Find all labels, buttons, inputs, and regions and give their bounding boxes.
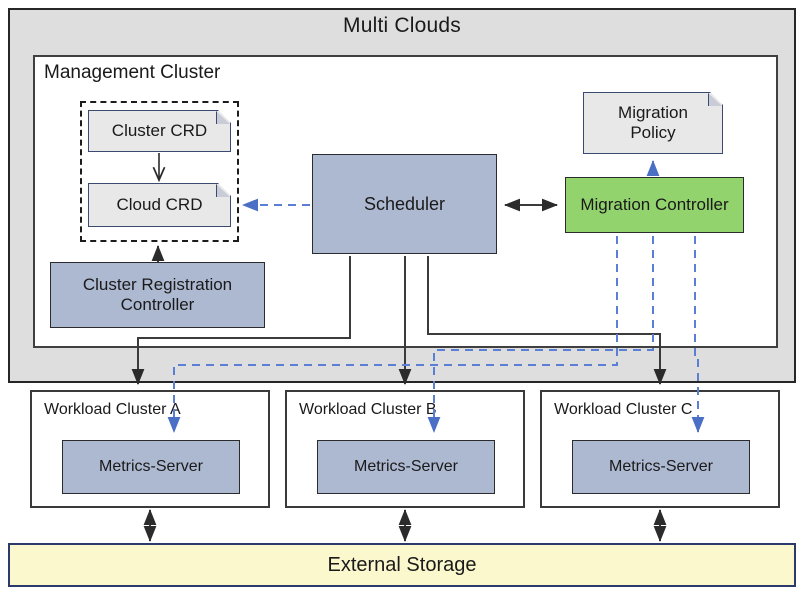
- metrics-server-c[interactable]: Metrics-Server: [572, 440, 750, 494]
- cluster-crd-label: Cluster CRD: [111, 121, 208, 140]
- metrics-server-a-label: Metrics-Server: [98, 458, 203, 475]
- cloud-crd-label: Cloud CRD: [116, 195, 203, 214]
- workload-cluster-c[interactable]: Workload Cluster C Metrics-Server: [540, 390, 780, 508]
- metrics-server-a[interactable]: Metrics-Server: [62, 440, 240, 494]
- cloud-crd-note[interactable]: Cloud CRD: [88, 183, 231, 227]
- migration-controller-box[interactable]: Migration Controller: [565, 177, 744, 233]
- workload-cluster-b-title: Workload Cluster B: [299, 401, 437, 418]
- scheduler-box[interactable]: Scheduler: [312, 154, 497, 254]
- external-storage-label: External Storage: [327, 553, 477, 576]
- workload-cluster-a[interactable]: Workload Cluster A Metrics-Server: [30, 390, 270, 508]
- scheduler-label: Scheduler: [363, 193, 446, 214]
- migration-policy-line1: Migration: [618, 102, 688, 122]
- external-storage-box[interactable]: External Storage: [8, 543, 796, 587]
- cluster-registration-controller-label: Cluster Registration Controller: [82, 274, 233, 314]
- management-cluster-title: Management Cluster: [44, 62, 221, 83]
- workload-cluster-c-title: Workload Cluster C: [554, 401, 693, 418]
- workload-cluster-b[interactable]: Workload Cluster B Metrics-Server: [285, 390, 525, 508]
- cluster-registration-controller-box[interactable]: Cluster Registration Controller: [50, 262, 265, 328]
- workload-cluster-a-title: Workload Cluster A: [44, 401, 181, 418]
- metrics-server-b-label: Metrics-Server: [353, 458, 458, 475]
- migration-controller-label: Migration Controller: [580, 194, 729, 214]
- migration-policy-line2: Policy: [630, 123, 676, 142]
- metrics-server-b[interactable]: Metrics-Server: [317, 440, 495, 494]
- migration-policy-note[interactable]: Migration Policy: [583, 92, 723, 154]
- cluster-crd-note[interactable]: Cluster CRD: [88, 110, 231, 152]
- metrics-server-c-label: Metrics-Server: [608, 458, 713, 475]
- crd-group-boundary: [80, 101, 239, 242]
- multi-clouds-title: Multi Clouds: [343, 14, 461, 37]
